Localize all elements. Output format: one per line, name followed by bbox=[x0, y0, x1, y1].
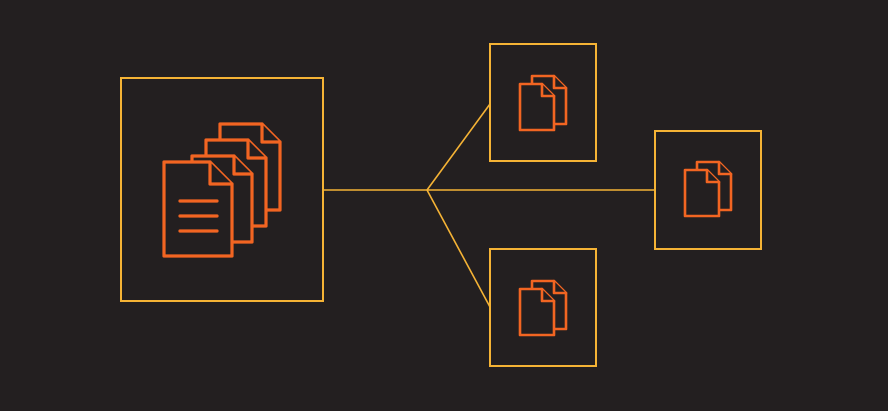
copied-documents-icon bbox=[518, 74, 568, 132]
target-box-middle bbox=[654, 130, 762, 250]
connector-top bbox=[426, 103, 491, 191]
stacked-documents-icon bbox=[162, 122, 282, 258]
target-box-top bbox=[489, 43, 597, 162]
source-box bbox=[120, 77, 324, 302]
target-box-bottom-outline bbox=[489, 248, 597, 367]
copied-documents-icon bbox=[518, 279, 568, 337]
target-box-bottom bbox=[489, 248, 597, 367]
copied-documents-icon bbox=[683, 160, 733, 218]
target-box-top-outline bbox=[489, 43, 597, 162]
source-box-outline bbox=[120, 77, 324, 302]
connector-bottom bbox=[426, 189, 491, 308]
connectors bbox=[323, 103, 655, 308]
target-box-middle-outline bbox=[654, 130, 762, 250]
